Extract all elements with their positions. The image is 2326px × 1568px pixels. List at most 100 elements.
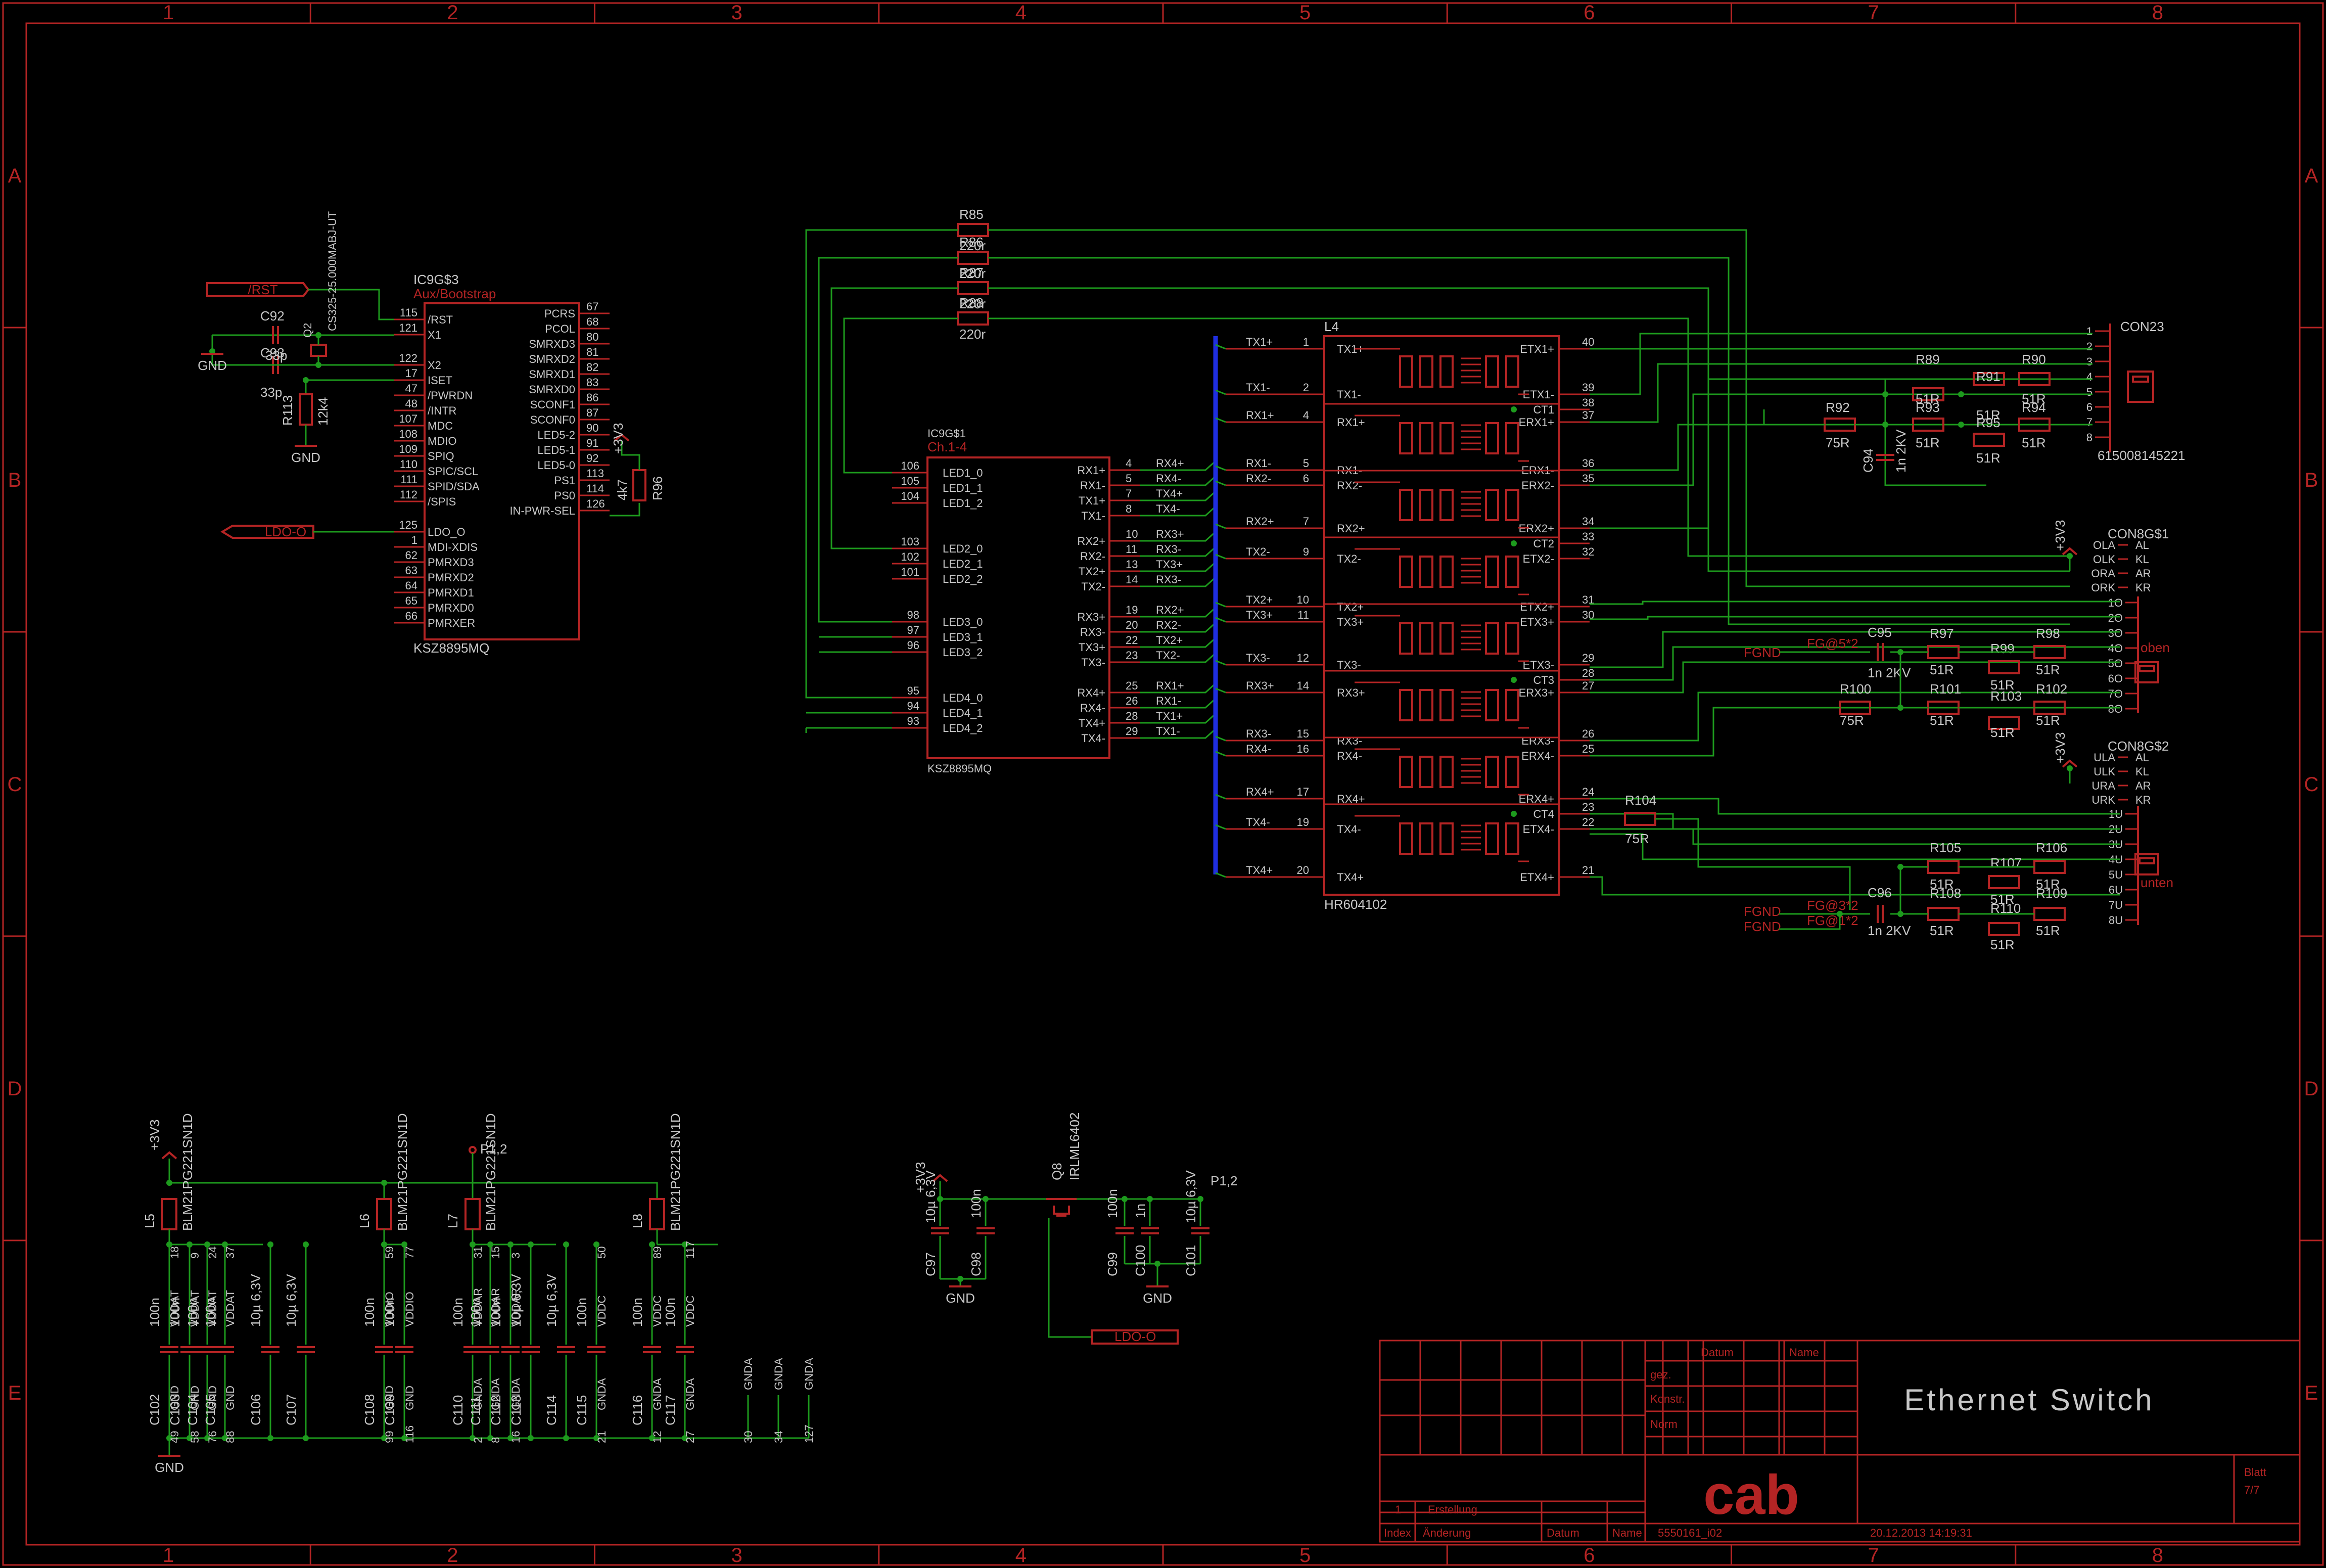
junction-dot — [222, 1241, 228, 1248]
c95-ref: C95 — [1868, 625, 1892, 640]
title-block-border — [1379, 1340, 2301, 1543]
supply-arrow-icon — [161, 1151, 177, 1160]
cap-value: 10µ 6,3V — [284, 1274, 299, 1327]
pin-name: X1 — [428, 329, 441, 341]
r99-value: 51R — [1990, 677, 2015, 693]
led-resistor-value: 220r — [959, 266, 986, 281]
cap-gnd-net: GND — [383, 1386, 396, 1410]
wire — [1140, 561, 1217, 572]
net-label: RX3- — [1156, 543, 1181, 556]
junction-dot — [682, 1435, 688, 1441]
tb-field-name: Name — [1612, 1527, 1642, 1539]
r90-ref: R90 — [2022, 352, 2046, 367]
junction-dot — [507, 1241, 514, 1248]
net-label: RX3- — [1156, 573, 1181, 586]
transformer-winding-icon — [1399, 422, 1454, 454]
r98-value: 51R — [2036, 662, 2060, 677]
con-pin-number: 7O — [2108, 687, 2123, 700]
frame-column-label: 7 — [1868, 1544, 1879, 1566]
pin-name: LED2_1 — [943, 558, 983, 570]
frame-column-label: 2 — [447, 2, 458, 24]
cap-value: 100n — [574, 1298, 589, 1327]
wire — [1590, 876, 2120, 896]
pin-number: 10 — [1126, 528, 1138, 540]
r99-ref: R99 — [1990, 641, 2015, 656]
junction-dot — [187, 1241, 193, 1248]
r108-value: 51R — [1930, 923, 1954, 938]
pin-name: TX2- — [1081, 580, 1105, 593]
wire — [1655, 818, 1851, 910]
junction-dot — [381, 1435, 387, 1441]
frame-column-label: 2 — [447, 1544, 458, 1566]
pin-name: /SPIS — [428, 495, 456, 508]
r94-ref: R94 — [2022, 400, 2046, 415]
ldo-capacitor — [1141, 1227, 1159, 1234]
pin-number: 25 — [1126, 679, 1138, 692]
wire — [1140, 531, 1217, 542]
pin-number: 115 — [400, 306, 417, 319]
pin-name: RX2- — [1080, 550, 1105, 563]
junction-dot — [649, 1435, 655, 1441]
pin-number: 20 — [1297, 864, 1309, 877]
junction-dot — [528, 1435, 534, 1441]
r90-value: 51R — [2022, 391, 2046, 406]
r104-value: 75R — [1625, 831, 1649, 846]
pin-number: 48 — [405, 397, 417, 410]
fgnd-label-3: FGND — [1744, 919, 1781, 934]
con-pin-number: 4 — [2086, 371, 2092, 383]
c99-ref: C99 — [1105, 1252, 1120, 1276]
ic-aux-part: KSZ8895MQ — [413, 640, 489, 656]
cap-gnd-pin: 76 — [206, 1431, 219, 1443]
net-label: RX1- — [1246, 457, 1271, 470]
cap-ref: C105 — [203, 1394, 218, 1425]
c100-value: 1n — [1133, 1204, 1148, 1218]
c96-value: 1n 2KV — [1868, 923, 1911, 938]
pin-number: 26 — [1126, 695, 1138, 707]
con8-1-tag: oben — [2141, 640, 2170, 655]
pin-name: ETX4+ — [1520, 871, 1554, 884]
junction-dot — [507, 1435, 514, 1441]
frame-column-label: 1 — [163, 1544, 174, 1566]
c92-ref: C92 — [260, 308, 285, 324]
wire — [1215, 554, 1226, 560]
pin-name: RX2- — [1337, 479, 1362, 492]
pin-name: ERX3+ — [1519, 686, 1554, 699]
pin-number: 37 — [1582, 409, 1594, 422]
cap-pin: 18 — [168, 1247, 181, 1259]
pin-number: 83 — [586, 376, 598, 389]
ferrite-value: BLM21PG221SN1D — [668, 1113, 683, 1231]
pin-number: 14 — [1297, 679, 1309, 692]
pin-name: CT2 — [1533, 537, 1554, 550]
choke-winding-icon — [1461, 357, 1481, 384]
pin-name: SMRXD2 — [529, 353, 575, 365]
supply-arrow-icon — [2062, 547, 2078, 556]
pin-name: SCONF0 — [530, 413, 575, 426]
wire — [1763, 409, 1825, 426]
wire — [818, 257, 958, 623]
junction-dot — [1897, 705, 1903, 711]
pin-number: 35 — [1582, 472, 1594, 485]
pin-name: RX3- — [1337, 734, 1362, 747]
net-label: TX1- — [1156, 725, 1180, 737]
pin-name: TX4+ — [1079, 717, 1105, 729]
junction-dot — [381, 1180, 387, 1186]
pin-number: 8 — [1126, 502, 1132, 515]
cap-gnd-pin: 2 — [472, 1437, 484, 1443]
gnd-pin: 30 — [742, 1431, 755, 1443]
pin-number: 20 — [1126, 619, 1138, 631]
pin-name: LED4_2 — [943, 722, 983, 734]
c94-value: 1n 2KV — [1893, 429, 1909, 473]
wire — [1140, 622, 1217, 633]
pin-name: PMRXD0 — [428, 602, 474, 614]
cap-pin: 77 — [403, 1247, 416, 1259]
pin-name: PS0 — [554, 489, 575, 502]
net-label: TX2+ — [1156, 634, 1183, 647]
choke-winding-icon — [1461, 758, 1481, 784]
ferrite-ref: L5 — [142, 1214, 157, 1228]
drawing-title: Ethernet Switch — [1904, 1383, 2154, 1417]
pin-name: CT1 — [1533, 403, 1554, 416]
pin-name: ERX4- — [1521, 750, 1554, 762]
pin-number: 63 — [405, 564, 417, 577]
decoupling-capacitor — [160, 1346, 178, 1353]
gnd-net: GNDA — [742, 1358, 755, 1390]
